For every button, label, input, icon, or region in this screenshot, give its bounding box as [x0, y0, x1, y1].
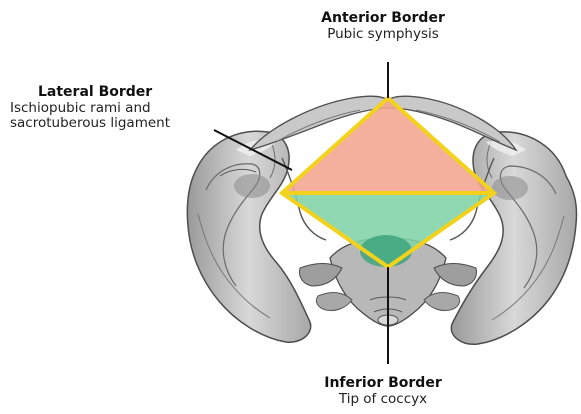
- lateral-border-label: Lateral Border Ischiopubic rami and sacr…: [10, 84, 210, 132]
- anterior-border-label: Anterior Border Pubic symphysis: [308, 10, 458, 42]
- right-hip-bone: [451, 132, 576, 344]
- anterior-border-subtitle: Pubic symphysis: [308, 27, 458, 43]
- inferior-border-title: Inferior Border: [305, 375, 461, 392]
- lateral-border-title: Lateral Border: [38, 84, 210, 101]
- left-hip-bone: [187, 131, 310, 342]
- anterior-border-title: Anterior Border: [308, 10, 458, 27]
- inferior-border-label: Inferior Border Tip of coccyx: [305, 375, 461, 407]
- lateral-border-line2: sacrotuberous ligament: [10, 116, 210, 132]
- inferior-border-subtitle: Tip of coccyx: [305, 392, 461, 408]
- lateral-border-line1: Ischiopubic rami and: [10, 101, 210, 117]
